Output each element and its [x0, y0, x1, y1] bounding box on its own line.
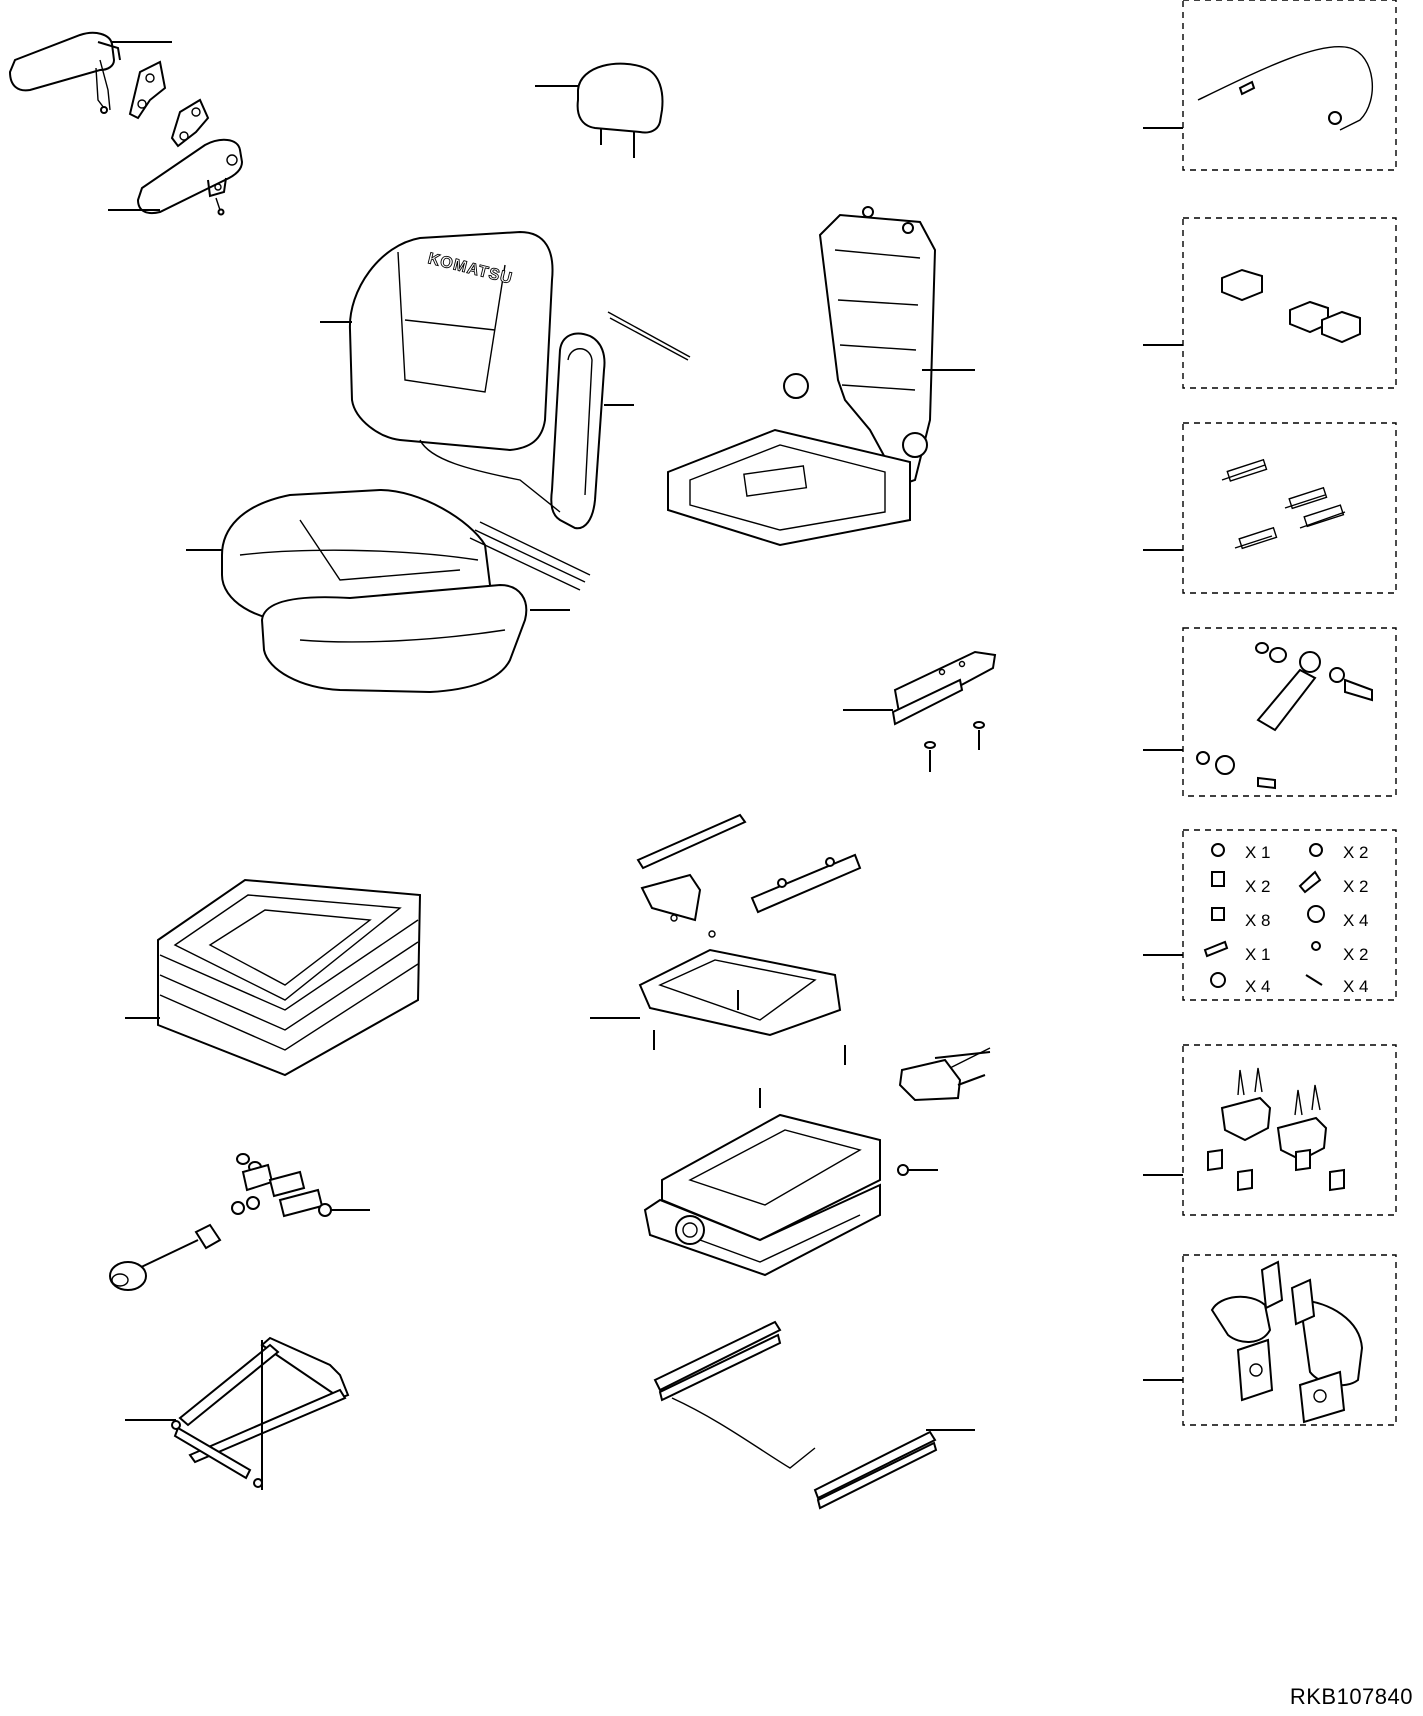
qty-label: X 2 — [1343, 843, 1369, 862]
seat-adjuster-upper[interactable] — [590, 813, 862, 1108]
guide-rail-kit[interactable] — [843, 650, 997, 772]
qty-label: X 1 — [1245, 945, 1271, 964]
drawing-code: RKB107840 — [1289, 1684, 1413, 1709]
headrest[interactable] — [535, 62, 664, 158]
tension-spring-kit[interactable] — [1143, 422, 1397, 594]
suspension-base[interactable] — [643, 1113, 938, 1277]
qty-label: X 4 — [1343, 977, 1369, 996]
qty-label: X 2 — [1343, 877, 1369, 896]
cable-kit[interactable] — [1143, 0, 1397, 171]
qty-label: X 2 — [1343, 945, 1369, 964]
hardware-kit[interactable]: X 1 X 2 X 2 X 2 X 8 X 4 X 1 X 2 X 4 X 4 — [1143, 829, 1397, 1001]
bracket-clamp-kit[interactable] — [1143, 1254, 1397, 1426]
armrest-assembly[interactable] — [8, 31, 244, 216]
seat-frame[interactable] — [667, 206, 975, 547]
qty-label: X 2 — [1245, 877, 1271, 896]
seat-cushion-assembly[interactable]: KOMATSU — [186, 230, 691, 694]
cover-cap-kit[interactable] — [1143, 217, 1397, 389]
qty-label: X 1 — [1245, 843, 1271, 862]
height-adjust-bracket[interactable] — [898, 1047, 991, 1102]
qty-label: X 4 — [1245, 977, 1271, 996]
lumbar-knob-kit[interactable] — [109, 1153, 370, 1291]
scissor-mechanism[interactable] — [125, 1336, 350, 1490]
suspension-bellows[interactable] — [125, 878, 422, 1077]
mounting-block-kit[interactable] — [1143, 1044, 1397, 1216]
slide-rail-set[interactable] — [653, 1320, 975, 1510]
shock-absorber-kit[interactable] — [1143, 627, 1397, 797]
qty-label: X 4 — [1343, 911, 1369, 930]
qty-label: X 8 — [1245, 911, 1271, 930]
